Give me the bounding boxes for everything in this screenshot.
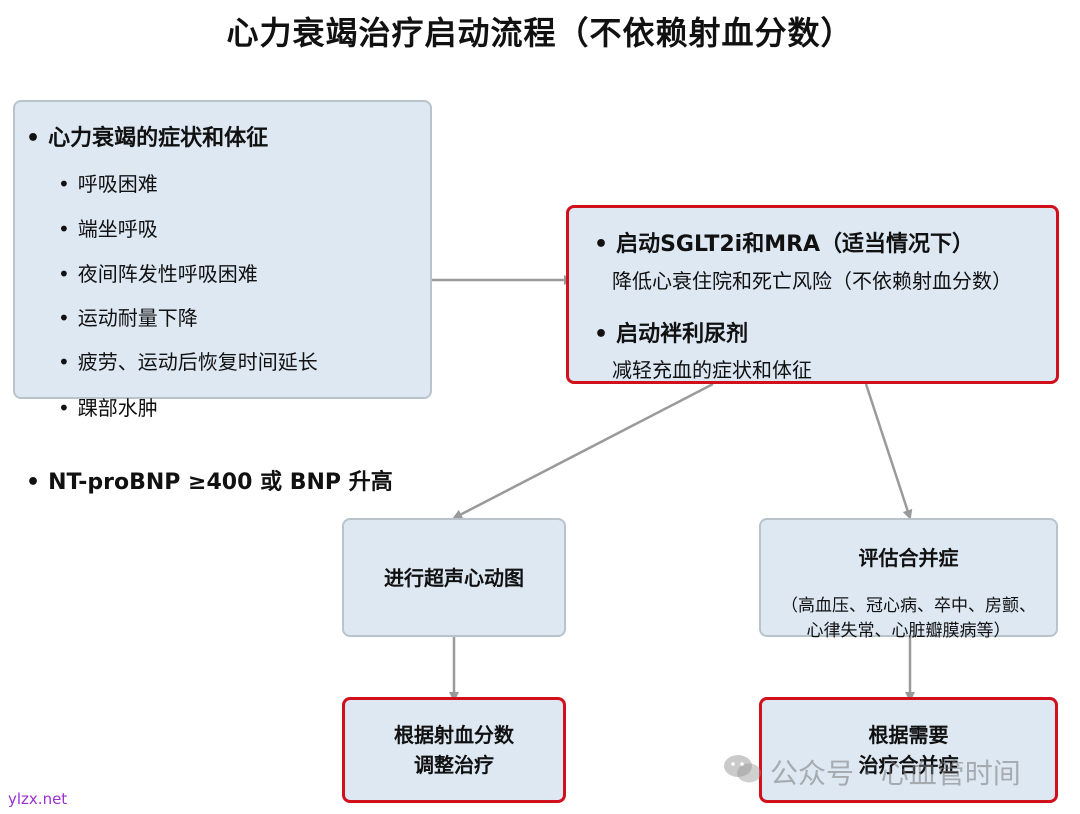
page-title: 心力衰竭治疗启动流程（不依赖射血分数） — [226, 14, 854, 52]
comorbidity-box: 评估合并症 （高血压、冠心病、卒中、房颤、 心律失常、心脏瓣膜病等） — [759, 518, 1058, 641]
echo-label: 进行超声心动图 — [384, 565, 524, 590]
symptoms-heading: •心力衰竭的症状和体征 — [26, 126, 269, 151]
treat-line1: 根据需要 — [868, 723, 949, 747]
arrow-start-to-echo — [452, 382, 714, 520]
symptom-item: •踝部水肿 — [58, 396, 158, 420]
treat-comorbidities-box: 根据需要 治疗合并症 — [759, 697, 1058, 803]
symptom-item: •夜间阵发性呼吸困难 — [58, 262, 258, 286]
arrow-start-to-comorbid — [864, 383, 913, 520]
start-item-sglt2i-desc: 降低心衰住院和死亡风险（不依赖射血分数） — [612, 269, 1012, 293]
comorbidity-detail-1: （高血压、冠心病、卒中、房颤、 — [781, 596, 1036, 616]
start-item-diuretic-desc: 减轻充血的症状和体征 — [612, 358, 812, 382]
adjust-treatment-box: 根据射血分数 调整治疗 — [342, 697, 566, 803]
watermark-text: 公众号 · 心血管时间 — [770, 757, 1021, 790]
adjust-line2: 调整治疗 — [414, 753, 494, 777]
symptom-item: •端坐呼吸 — [58, 217, 158, 241]
comorbidity-title: 评估合并症 — [858, 546, 959, 570]
start-treatment-box — [566, 205, 1059, 384]
comorbidity-detail-2: 心律失常、心脏瓣膜病等） — [806, 621, 1011, 641]
symptom-item: •运动耐量下降 — [58, 306, 198, 330]
symptoms-box — [13, 100, 432, 399]
symptom-item: •疲劳、运动后恢复时间延长 — [58, 350, 318, 374]
start-item-diuretic: •启动袢利尿剂 — [594, 322, 749, 347]
treat-line2: 治疗合并症 — [858, 753, 959, 777]
start-item-sglt2i: •启动SGLT2i和MRA（适当情况下） — [594, 232, 975, 257]
biomarker-item: •NT-proBNP ≥400 或 BNP 升高 — [26, 470, 393, 495]
wechat-icon — [724, 755, 761, 783]
site-label[interactable]: ylzx.net — [8, 790, 68, 808]
symptom-item: •呼吸困难 — [58, 172, 158, 196]
echo-box: 进行超声心动图 — [342, 518, 566, 637]
adjust-line1: 根据射血分数 — [394, 723, 514, 747]
